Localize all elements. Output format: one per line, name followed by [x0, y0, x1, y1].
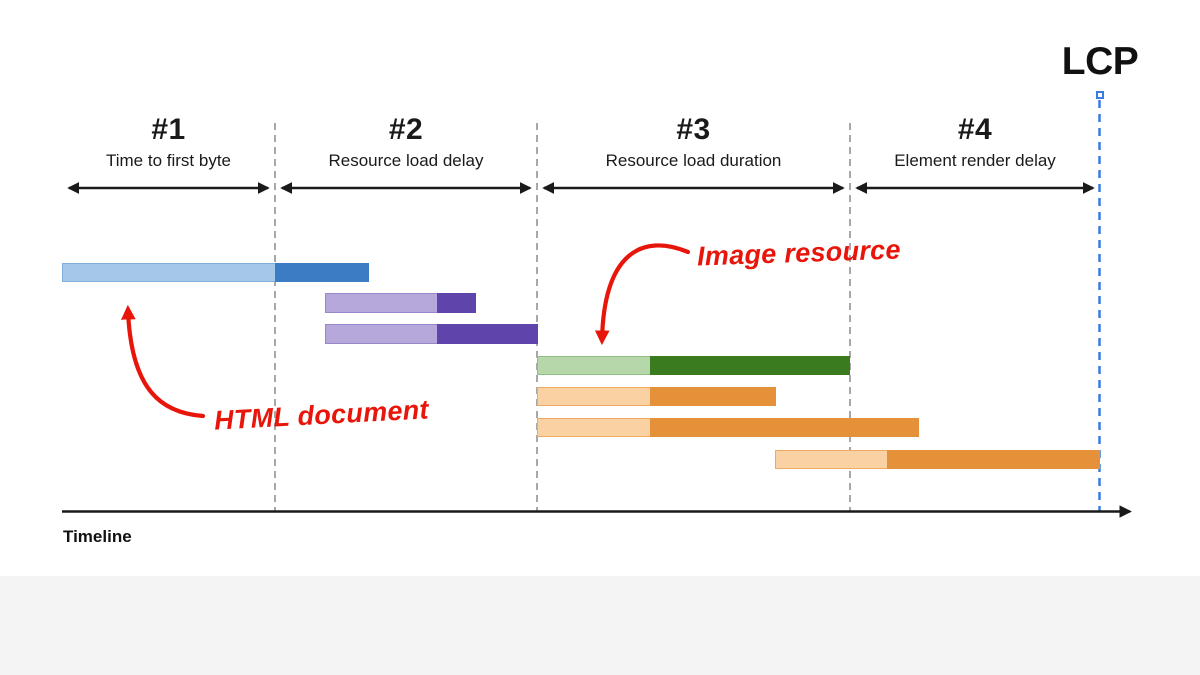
- legend: Document Stylesheet Script Image: [0, 576, 1200, 675]
- image-bar-dark-segment: [650, 356, 850, 375]
- phase-2-header: #2 Resource load delay: [275, 113, 537, 171]
- stylesheet-bar: [325, 293, 476, 313]
- annotation-arrow: [121, 304, 206, 419]
- document-bar-dark-segment: [275, 263, 369, 282]
- phase-3-header: #3 Resource load duration: [537, 113, 850, 171]
- phase-label: Element render delay: [894, 151, 1056, 170]
- lcp-marker-icon: [1096, 91, 1104, 99]
- script-bar: [537, 418, 919, 437]
- script-bar-dark-segment: [887, 450, 1100, 469]
- phase-number: #4: [957, 113, 993, 146]
- stylesheet-bar-dark-segment: [437, 324, 538, 344]
- script-bar: [775, 450, 1100, 469]
- phase-number: #3: [676, 113, 711, 146]
- stylesheet-bar-dark-segment: [437, 293, 476, 313]
- timeline-axis-label: Timeline: [63, 527, 132, 546]
- script-bar: [537, 387, 776, 406]
- phase-number: #2: [388, 113, 424, 146]
- annotation-arrow: [594, 243, 691, 346]
- phase-label: Time to first byte: [105, 151, 231, 170]
- phase-number: #1: [151, 113, 186, 146]
- phase-label: Resource load duration: [605, 151, 782, 170]
- stylesheet-bar: [325, 324, 538, 344]
- phase-1-header: #1 Time to first byte: [62, 113, 275, 171]
- phase-label: Resource load delay: [328, 151, 484, 170]
- lcp-label: LCP: [1061, 40, 1139, 83]
- image-bar: [537, 356, 850, 375]
- script-bar-dark-segment: [650, 418, 919, 437]
- document-bar: [62, 263, 369, 282]
- script-bar-dark-segment: [650, 387, 776, 406]
- phase-4-header: #4 Element render delay: [850, 113, 1100, 171]
